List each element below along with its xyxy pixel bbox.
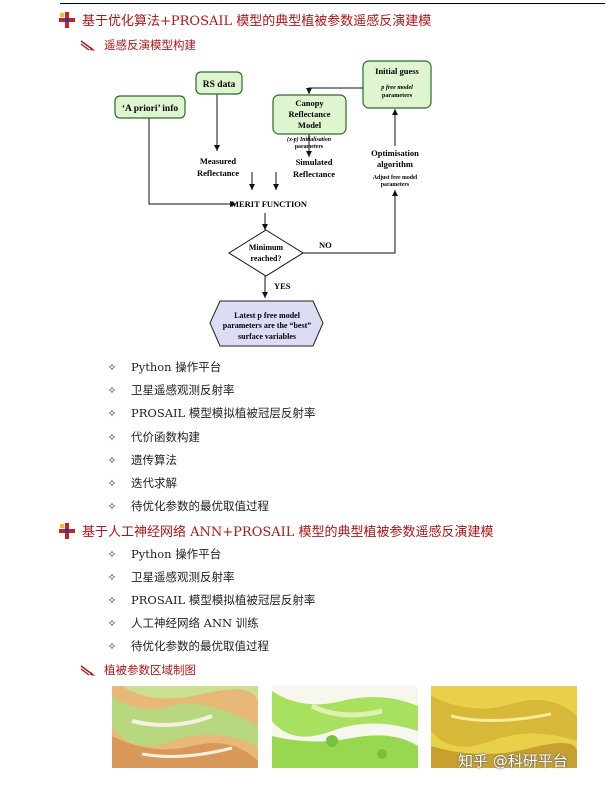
section2-subheading: 植被参数区域制图 [80,662,196,678]
diamond-star-icon: ✧ [107,360,117,374]
vegetation-maps [0,686,609,776]
vegetation-map-2 [272,686,418,768]
section1-title: 基于优化算法+PROSAIL 模型的典型植被参数遥感反演建模 [82,14,432,29]
adjust-line1: Adjust free model [373,175,418,181]
canopy-model-box: Canopy Reflectance Model [272,94,347,135]
initial-sub-line2: parameters [382,92,413,99]
vegetation-map-1 [112,686,258,768]
diamond-star-icon: ✧ [107,383,117,397]
list-item: ✧待优化参数的最优取值过程 [105,498,269,514]
apriori-box: ‘A priori’ info [114,95,186,119]
list-item: ✧PROSAIL 模型模拟植被冠层反射率 [105,592,315,608]
latest-params-hexagon: Latest p free model parameters are the “… [209,300,324,347]
arrow-initial-canopy [306,87,363,94]
rsdata-label: RS data [203,80,236,90]
merit-function-label: MERIT FUNCTION [231,199,308,209]
list-item: ✧代价函数构建 [105,429,200,445]
no-label: NO [319,240,332,250]
latest-line3: surface variables [238,332,296,341]
pushpin-icon [59,522,75,539]
section1-heading: 基于优化算法+PROSAIL 模型的典型植被参数遥感反演建模 [58,10,431,29]
inversion-flowchart: ‘A priori’ info RS data Canopy Reflectan… [114,60,432,347]
section2-heading: 基于人工神经网络 ANN+PROSAIL 模型的典型植被参数遥感反演建模 [58,521,494,540]
optimisation-line2: algorithm [377,159,413,169]
diamond-star-icon: ✧ [107,593,117,607]
yes-label: YES [274,281,291,291]
pushpin-icon [59,11,75,28]
section1-subtitle: 遥感反演模型构建 [104,38,196,52]
diamond-star-icon: ✧ [107,547,117,561]
initial-guess-box: Initial guess p free model parameters [362,60,432,109]
vegetation-map-3 [431,686,577,768]
list-item: ✧待优化参数的最优取值过程 [105,638,269,654]
section2-title: 基于人工神经网络 ANN+PROSAIL 模型的典型植被参数遥感反演建模 [82,525,494,540]
measured-line2: Reflectance [197,168,239,178]
init-params-line1: (x-p) Initialisation [287,136,331,143]
top-rule [60,3,605,4]
init-params-line2: parameters [295,144,324,150]
simulated-line2: Reflectance [293,169,335,179]
diamond-star-icon: ✧ [107,406,117,420]
measured-line1: Measured [200,156,236,166]
list-item: ✧PROSAIL 模型模拟植被冠层反射率 [105,405,315,421]
apriori-label: ‘A priori’ info [122,103,179,114]
list-item: ✧卫星遥感观测反射率 [105,382,234,398]
pencil-icon [80,665,95,676]
canopy-line2: Reflectance [288,109,330,119]
arrow-no-branch [303,190,398,254]
list-item: ✧Python 操作平台 [105,546,221,562]
diamond-star-icon: ✧ [107,639,117,653]
diamond-star-icon: ✧ [107,476,117,490]
section1-subheading: 遥感反演模型构建 [80,37,196,53]
latest-line1: Latest p free model [234,311,301,320]
diamond-star-icon: ✧ [107,499,117,513]
list-item: ✧卫星遥感观测反射率 [105,569,234,585]
pencil-icon [80,40,95,51]
list-item: ✧迭代求解 [105,475,177,491]
simulated-line1: Simulated [296,157,333,167]
list-item: ✧人工神经网络 ANN 训练 [105,615,258,631]
diamond-star-icon: ✧ [107,453,117,467]
latest-line2: parameters are the “best” [223,321,312,330]
diamond-star-icon: ✧ [107,570,117,584]
list-item: ✧遗传算法 [105,452,177,468]
minimum-reached-diamond: Minimum reached? [228,229,304,277]
minimum-line2: reached? [251,254,282,263]
canopy-line3: Model [298,120,322,130]
arrow-apriori-merit [148,118,236,207]
rsdata-box: RS data [195,71,243,95]
initial-sub-line1: p free model [380,84,413,91]
section2-subtitle: 植被参数区域制图 [104,663,196,677]
diamond-star-icon: ✧ [107,616,117,630]
diamond-star-icon: ✧ [107,430,117,444]
canopy-line1: Canopy [295,98,324,108]
list-item: ✧Python 操作平台 [105,359,221,375]
initial-guess-label: Initial guess [375,66,419,76]
watermark-text: 知乎 @科研平台 [458,752,568,770]
optimisation-line1: Optimisation [371,148,419,158]
minimum-line1: Minimum [249,243,284,252]
adjust-line2: parameters [381,182,410,188]
